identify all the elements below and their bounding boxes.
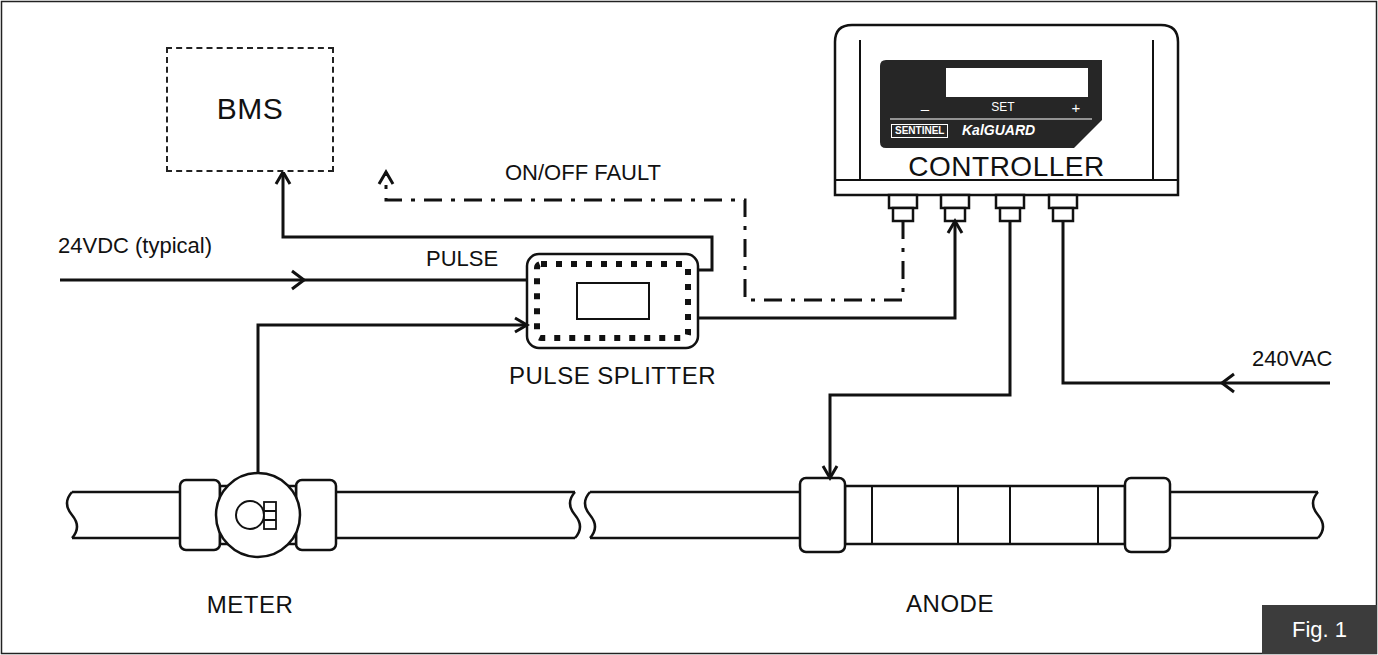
signal-wire: [698, 221, 955, 318]
splitter-body: [527, 254, 698, 348]
node-title: PULSE SPLITTER: [509, 362, 716, 390]
brand-label: SENTINEL: [891, 124, 948, 138]
supply-wire: [60, 271, 527, 289]
figure-tag: [1262, 605, 1377, 654]
anode-unit: ANODE: [800, 478, 1170, 552]
signal-label: ON/OFF FAULT: [503, 160, 663, 185]
signal-wire: [258, 325, 527, 473]
signal-label: PULSE: [424, 246, 500, 271]
button-label: –: [921, 100, 929, 117]
pulse-splitter: PULSE SPLITTER: [527, 254, 698, 348]
button-label: SET: [991, 101, 1014, 115]
anode-body: [800, 478, 1170, 552]
supply-label: 24VDC (typical): [58, 233, 212, 258]
button-label: +: [1072, 99, 1081, 116]
brand-label: KalGUARD: [962, 122, 1035, 138]
controller-housing: [835, 25, 1178, 221]
node-title: BMS: [217, 92, 284, 127]
node-title: CONTROLLER: [908, 151, 1104, 183]
bms-box: BMS: [166, 47, 334, 172]
node-title: METER: [207, 591, 294, 619]
fault-signal: [386, 172, 903, 300]
meter-body: [180, 473, 336, 557]
mains-label: 240VAC: [1252, 346, 1332, 371]
figure-label: Fig. 1: [1262, 605, 1377, 654]
signal-wire: [830, 221, 1010, 478]
node-title: ANODE: [906, 590, 994, 618]
water-meter: METER: [216, 473, 300, 557]
